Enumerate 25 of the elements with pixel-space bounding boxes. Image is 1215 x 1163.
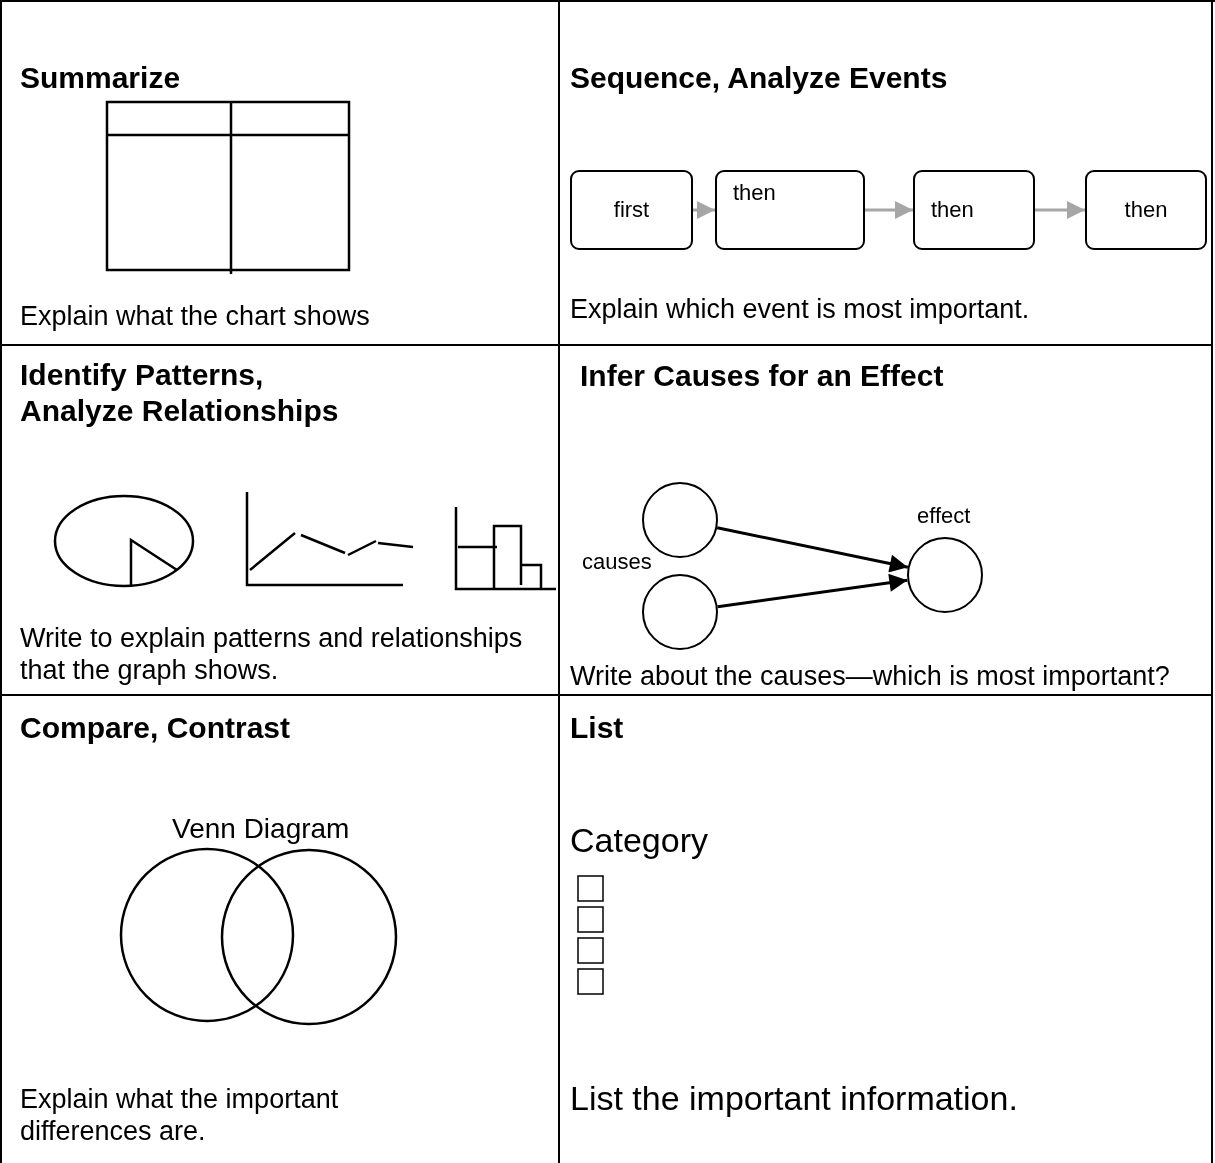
heading: Identify Patterns, Analyze Relationships (20, 357, 340, 429)
instruction-text: Explain which event is most important. (570, 293, 1031, 326)
heading: Sequence, Analyze Events (570, 60, 949, 96)
arrow (716, 526, 909, 573)
diagram-label: Venn Diagram (172, 812, 350, 846)
process-box: then (913, 170, 1035, 250)
process-box: then (1085, 170, 1207, 250)
arrow (865, 201, 913, 219)
node-caption: effect (917, 503, 971, 530)
arrow (693, 201, 715, 219)
heading: Summarize (20, 60, 182, 96)
instruction-text: Write to explain patterns and relationships that the graph shows. (20, 622, 524, 687)
heading: List (570, 710, 625, 746)
process-box: then (715, 170, 865, 250)
heading: Compare, Contrast (20, 710, 292, 746)
arrow (717, 573, 908, 609)
heading: Infer Causes for an Effect (580, 358, 945, 394)
instruction-text: Write about the causes—which is most important? (570, 660, 1171, 693)
instruction-text: Explain what the important differences are. (20, 1083, 340, 1148)
diagram-label: causes (582, 549, 652, 576)
arrow (1035, 201, 1085, 219)
process-box: first (570, 170, 693, 250)
instruction-text: Explain what the chart shows (20, 300, 371, 333)
instruction-text: List the important information. (570, 1078, 1019, 1119)
category-label: Category (570, 820, 709, 861)
